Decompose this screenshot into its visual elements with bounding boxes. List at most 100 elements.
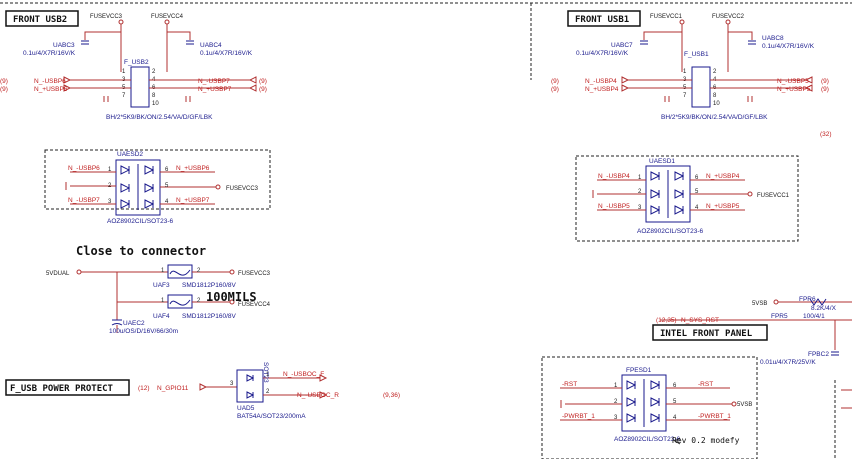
usb1-vcc-a-wire bbox=[643, 24, 683, 40]
panel-cap-val: 0.01u/4/X7R/25V/K bbox=[760, 359, 816, 366]
usb1-cap-b-ref: UABC8 bbox=[762, 35, 784, 42]
svg-text:7: 7 bbox=[683, 93, 687, 99]
usb1-cap-b-val: 0.1u/4/X7R/16V/K bbox=[762, 43, 815, 50]
protect-pin1: 1 bbox=[266, 372, 270, 378]
usb1-sig-l1: N_-USBP4 bbox=[585, 78, 617, 85]
fuse1-pin1: 1 bbox=[161, 268, 165, 274]
esd1-frame bbox=[575, 155, 799, 242]
usb2-vcc-a-port bbox=[118, 19, 124, 25]
esd2-frame bbox=[44, 149, 271, 210]
protect-n2-ref: (9,36) bbox=[383, 392, 400, 399]
fpesd-ref: FPESD1 bbox=[626, 367, 652, 374]
usb1-ref-r2: (9) bbox=[821, 86, 829, 93]
svg-text:1: 1 bbox=[122, 69, 126, 75]
esd1-n6: N_+USBP4 bbox=[706, 173, 740, 180]
panel-vsb: 5VSB bbox=[752, 301, 767, 307]
esd2-diode-array bbox=[120, 164, 155, 210]
protect-ref: UAD5 bbox=[237, 405, 255, 412]
usb1-vcc-a-port bbox=[679, 19, 685, 25]
svg-text:10: 10 bbox=[713, 101, 720, 107]
usb1-title-box bbox=[567, 10, 641, 27]
usb2-ref-r2: (9) bbox=[259, 86, 267, 93]
usb2-port-l2 bbox=[63, 84, 72, 92]
fpesd-vcc-port bbox=[731, 401, 737, 407]
svg-text:2: 2 bbox=[152, 69, 156, 75]
usb1-extra-ref: (32) bbox=[820, 131, 832, 138]
usb2-ref-l2: (9) bbox=[0, 86, 8, 93]
panel-r6 bbox=[809, 298, 827, 306]
protect-port-2 bbox=[319, 391, 328, 399]
usb2-vcc-b-port bbox=[164, 19, 170, 25]
svg-text:4: 4 bbox=[673, 415, 677, 421]
usb1-sig-l2: N_+USBP4 bbox=[585, 86, 619, 93]
usb1-cap-a-val: 0.1u/4/X7R/16V/K bbox=[576, 50, 629, 57]
svg-text:6: 6 bbox=[695, 175, 699, 181]
panel-rst-net: N_SYS_RST bbox=[681, 317, 719, 324]
protect-title-box bbox=[5, 379, 130, 396]
protect-pkg: SOT23 bbox=[262, 362, 269, 383]
svg-text:3: 3 bbox=[638, 205, 642, 211]
fuse1-part: SMD1812P160/8V bbox=[182, 282, 237, 289]
svg-text:1: 1 bbox=[638, 175, 642, 181]
usb2-sig-r2: N_+USBP7 bbox=[198, 86, 232, 93]
svg-text:5: 5 bbox=[673, 399, 677, 405]
usb2-ref-r1: (9) bbox=[259, 78, 267, 85]
usb1-sig-r1: N_-USBP5 bbox=[777, 78, 809, 85]
fuse-out-port-1 bbox=[229, 269, 235, 275]
esd2-pin-numbers: 1 2 3 6 5 4 bbox=[108, 167, 169, 205]
usb2-cap-a-val: 0.1u/4/X7R/16V/K bbox=[23, 50, 76, 57]
esd1-diode-array bbox=[650, 170, 685, 218]
usb1-port-l1 bbox=[621, 76, 630, 84]
panel-rst-ref: (12,35) bbox=[656, 317, 677, 324]
fpesd-part: AOZ8902CIL/SOT23-6 bbox=[614, 436, 680, 443]
usb2-sig-l1: N_-USBP6 bbox=[34, 78, 66, 85]
esd2-n4: N_+USBP7 bbox=[176, 197, 210, 204]
svg-text:5: 5 bbox=[695, 189, 699, 195]
usb2-conn-ref: F_USB2 bbox=[124, 59, 149, 66]
svg-text:8: 8 bbox=[713, 93, 717, 99]
panel-title: INTEL FRONT PANEL bbox=[660, 329, 753, 339]
usb1-connector bbox=[691, 66, 711, 108]
fuse-mils: 100MILS bbox=[206, 290, 257, 304]
usb1-port-r1 bbox=[804, 76, 813, 84]
svg-text:2: 2 bbox=[713, 69, 717, 75]
fuse-cap-plate2 bbox=[111, 323, 123, 326]
svg-text:1: 1 bbox=[108, 167, 112, 173]
fuse2-ref: UAF4 bbox=[153, 313, 170, 320]
esd1-part: AOZ8902CIL/SOT23-6 bbox=[637, 228, 703, 235]
usb1-vcc-b-label: FUSEVCC2 bbox=[712, 14, 745, 20]
usb2-connector bbox=[130, 66, 150, 108]
fuse1-ref: UAF3 bbox=[153, 282, 170, 289]
svg-text:3: 3 bbox=[108, 199, 112, 205]
usb2-vcc-a-wire bbox=[84, 24, 122, 40]
svg-text:4: 4 bbox=[165, 199, 169, 205]
fuse2-pin2: 2 bbox=[197, 298, 201, 304]
protect-n2: N_-USBOC_R bbox=[297, 392, 339, 399]
svg-text:8: 8 bbox=[152, 93, 156, 99]
usb2-title-box bbox=[5, 10, 79, 27]
protect-title: F_USB POWER PROTECT bbox=[10, 384, 114, 394]
fpesd-n4: -PWRBT_1 bbox=[698, 413, 731, 420]
svg-text:5: 5 bbox=[165, 183, 169, 189]
panel-cap-ref: FPBC2 bbox=[808, 351, 829, 358]
panel-title-box bbox=[652, 324, 768, 341]
esd1-vcc-port bbox=[747, 191, 753, 197]
usb2-vcc-b-wire bbox=[166, 24, 191, 40]
fuse-src: 5VDUAL bbox=[46, 271, 70, 277]
protect-pin2: 2 bbox=[266, 389, 270, 395]
fpesd-n3: -PWRBT_1 bbox=[562, 413, 595, 420]
esd2-n1: N_-USBP6 bbox=[68, 165, 100, 172]
fuse-out-port-2 bbox=[229, 299, 235, 305]
fpesd-frame bbox=[541, 356, 758, 459]
usb1-port-l2 bbox=[621, 84, 630, 92]
fuse-cap-val: 100u/OS/D/16V/66/30m bbox=[109, 328, 178, 335]
esd2-part: AOZ8902CIL/SOT23-6 bbox=[107, 218, 173, 225]
svg-text:6: 6 bbox=[673, 383, 677, 389]
esd2-n6: N_+USBP6 bbox=[176, 165, 210, 172]
fpesd-note: Rev 0.2 modefy bbox=[672, 436, 740, 445]
usb2-cap-b-ref: UABC4 bbox=[200, 42, 222, 49]
svg-text:3: 3 bbox=[614, 415, 618, 421]
fuse-cap-ref: UAEC2 bbox=[123, 320, 145, 327]
panel-r-val: 8.2K/4/X bbox=[811, 305, 837, 312]
